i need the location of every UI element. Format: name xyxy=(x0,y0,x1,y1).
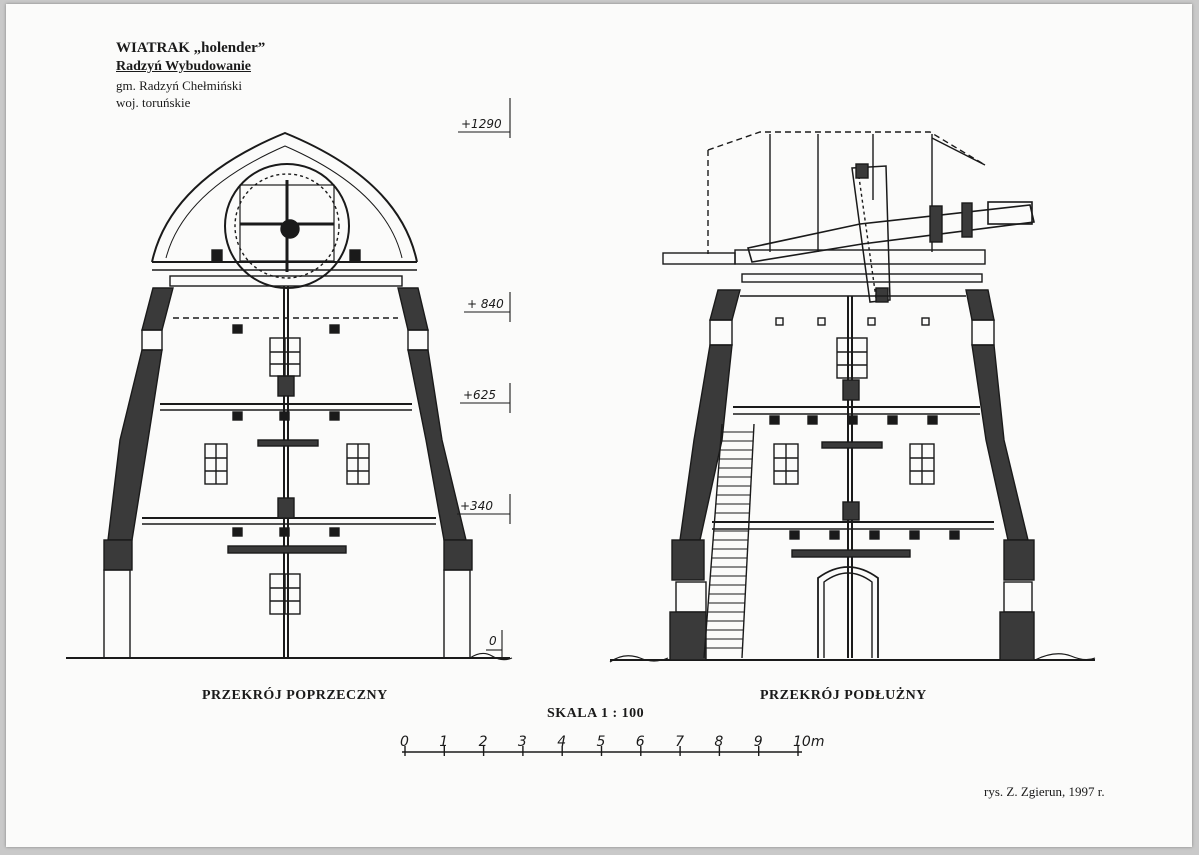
scale-tick-label: 3 xyxy=(518,734,527,750)
scale-tick-label: 6 xyxy=(636,734,645,750)
province-name: woj. toruńskie xyxy=(116,95,191,110)
cross-section-drawing xyxy=(66,131,513,661)
scale-tick-label: 4 xyxy=(557,734,566,750)
level-label-625: +625 xyxy=(463,388,496,402)
commune-name: gm. Radzyń Chełmiński xyxy=(116,78,243,93)
level-label-0: 0 xyxy=(489,634,497,648)
level-label-340: +340 xyxy=(460,499,493,513)
scale-tick-label: 10m xyxy=(793,734,824,750)
longitudinal-section-drawing xyxy=(609,131,1096,663)
drawing-title: WIATRAK „holender” xyxy=(116,40,266,56)
scale-tick-label: 7 xyxy=(675,734,684,750)
level-markers xyxy=(457,98,511,660)
scale-tick-label: 5 xyxy=(597,734,606,750)
scale-tick-label: 1 xyxy=(439,734,448,750)
scale-tick-label: 8 xyxy=(714,734,723,750)
cross-section-caption: PRZEKRÓJ POPRZECZNY xyxy=(202,688,388,703)
scale-tick-label: 0 xyxy=(400,734,409,750)
scale-label: SKALA 1 : 100 xyxy=(547,706,645,721)
scale-tick-label: 9 xyxy=(754,734,763,750)
longitudinal-section-caption: PRZEKRÓJ PODŁUŻNY xyxy=(760,688,927,703)
scale-tick-label: 2 xyxy=(479,734,488,750)
level-label-840: + 840 xyxy=(467,297,504,311)
level-label-1290: +1290 xyxy=(461,117,502,131)
author-credit: rys. Z. Zgierun, 1997 r. xyxy=(984,784,1105,799)
place-name: Radzyń Wybudowanie xyxy=(116,59,251,74)
scale-tick-labels: 0 1 2 3 4 5 6 7 8 9 10m xyxy=(400,734,824,750)
scale-bar xyxy=(402,746,802,756)
